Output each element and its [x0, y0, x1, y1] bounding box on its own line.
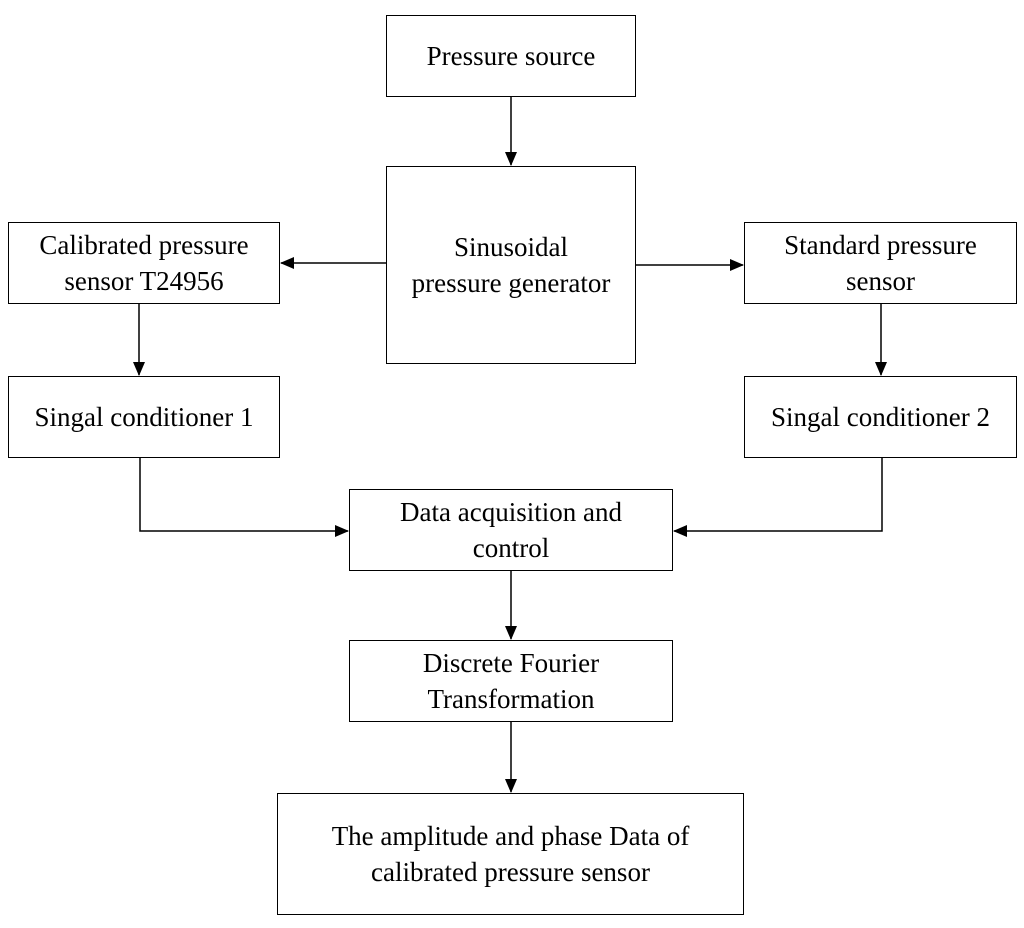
node-label-line-1: Calibrated pressure	[39, 230, 249, 260]
node-label-line-2: pressure generator	[411, 268, 611, 298]
node-amplitude-phase-output: The amplitude and phase Data of calibrat…	[277, 793, 744, 915]
node-label-line-1: Discrete Fourier	[422, 648, 600, 678]
node-pressure-source: Pressure source	[386, 15, 636, 97]
node-label-line-2: Transformation	[427, 684, 595, 714]
node-signal-conditioner-2: Singal conditioner 2	[744, 376, 1017, 458]
edge-conditioner-2-to-daq	[673, 458, 883, 537]
node-label-line-1: Data acquisition and	[400, 497, 622, 527]
node-sinusoidal-pressure-generator: Sinusoidal pressure generator	[386, 166, 636, 364]
node-label-line-2: calibrated pressure sensor	[371, 857, 650, 887]
node-label-line-1: Sinusoidal	[453, 232, 568, 262]
edge-conditioner-1-to-daq	[139, 458, 349, 537]
node-data-acquisition-and-control: Data acquisition and control	[349, 489, 673, 571]
node-label: Singal conditioner 2	[771, 402, 990, 432]
node-signal-conditioner-1: Singal conditioner 1	[8, 376, 280, 458]
node-label: Singal conditioner 1	[34, 402, 254, 432]
node-calibrated-pressure-sensor: Calibrated pressure sensor T24956	[8, 222, 280, 304]
node-label-line-2: sensor T24956	[64, 266, 224, 296]
node-label-line-2: control	[472, 533, 550, 563]
node-label-line-2: sensor	[846, 266, 915, 296]
node-label-line-1: Standard pressure	[784, 230, 977, 260]
node-label-line-1: The amplitude and phase Data of	[331, 821, 690, 851]
node-discrete-fourier-transformation: Discrete Fourier Transformation	[349, 640, 673, 722]
node-standard-pressure-sensor: Standard pressure sensor	[744, 222, 1017, 304]
node-label: Pressure source	[426, 41, 596, 71]
